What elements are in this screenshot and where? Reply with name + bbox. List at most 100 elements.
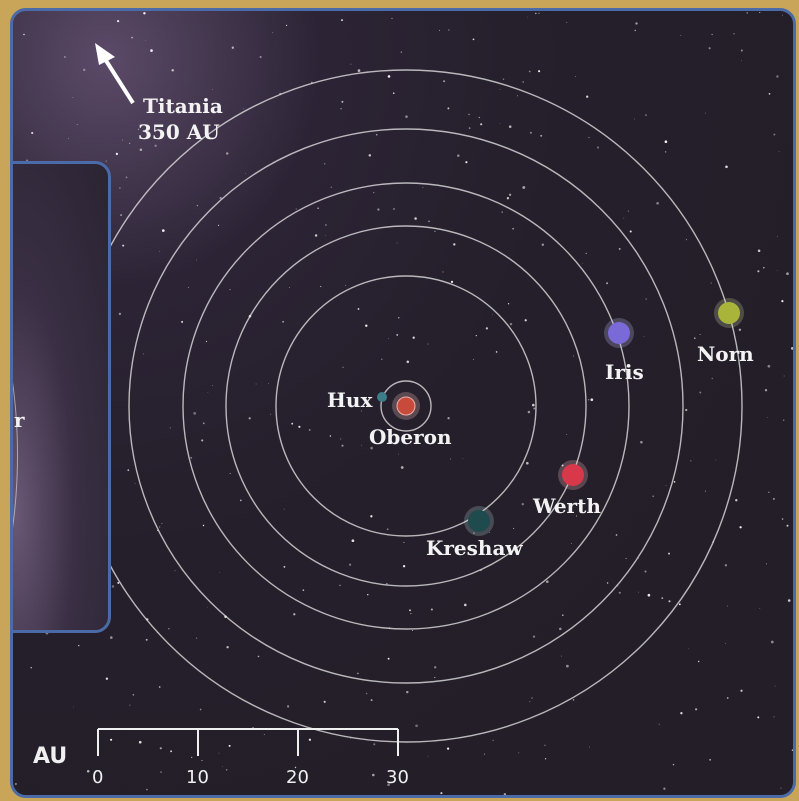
star-dot: [464, 603, 467, 607]
star-dot: [447, 107, 450, 110]
star-dot: [293, 613, 296, 616]
star-dot: [145, 638, 148, 641]
star-dot: [323, 162, 326, 165]
inset-panel: r: [13, 161, 111, 633]
star-dot: [365, 324, 368, 327]
star-dot: [499, 123, 501, 124]
star-dot: [272, 32, 274, 34]
star-dot: [23, 33, 25, 36]
star-dot: [422, 187, 424, 189]
star-dot: [571, 543, 572, 544]
star-dot: [478, 116, 480, 119]
star-dot: [211, 385, 213, 386]
star-dot: [160, 771, 162, 773]
star-dot: [561, 614, 564, 617]
star-dot: [664, 151, 667, 153]
star-dot: [483, 753, 485, 755]
star-dot: [86, 769, 90, 773]
star-dot: [400, 51, 402, 53]
star-dot: [726, 697, 729, 699]
star-dot: [14, 783, 17, 785]
star-dot: [709, 759, 711, 761]
star-dot: [406, 360, 410, 364]
star-dot: [345, 285, 347, 287]
star-dot: [465, 161, 468, 164]
star-dot: [398, 317, 400, 319]
star-dot: [168, 628, 170, 630]
star-dot: [190, 456, 193, 459]
star-dot: [786, 272, 789, 276]
star-dot: [513, 527, 515, 529]
star-dot: [586, 95, 589, 98]
star-dot: [308, 738, 312, 741]
oberon-label: Oberon: [369, 425, 452, 449]
star-dot: [111, 585, 115, 588]
star-dot: [68, 138, 69, 139]
star-dot: [143, 12, 146, 15]
star-dot: [105, 160, 107, 162]
star-dot: [501, 211, 503, 213]
norn-label: Norn: [697, 342, 754, 366]
star-dot: [524, 319, 527, 322]
star-dot: [207, 392, 209, 393]
orbit-norn: [128, 128, 684, 684]
star-dot: [656, 201, 659, 205]
star-dot: [386, 528, 389, 531]
star-dot: [664, 140, 668, 144]
orbit-kreshaw: [275, 275, 537, 537]
star-dot: [410, 612, 412, 615]
star-dot: [739, 526, 742, 529]
star-dot: [773, 498, 775, 500]
star-dot: [492, 314, 493, 315]
scale-tick-0: 0: [92, 767, 103, 788]
star-dot: [502, 78, 505, 80]
star-dot: [412, 336, 415, 339]
star-dot: [129, 142, 131, 144]
star-dot: [489, 532, 491, 534]
star-dot: [735, 499, 738, 502]
star-dot: [205, 340, 208, 343]
star-dot: [572, 699, 575, 701]
star-dot: [746, 12, 748, 14]
star-dot: [225, 152, 229, 155]
star-dot: [219, 196, 222, 200]
star-dot: [668, 600, 671, 603]
star-dot: [396, 242, 398, 244]
star-dot: [699, 334, 701, 336]
star-dot: [350, 63, 352, 65]
star-dot: [544, 744, 546, 746]
star-dot: [627, 210, 629, 212]
scale-tick-30: 30: [386, 767, 409, 788]
star-dot: [439, 29, 440, 31]
star-dot: [427, 755, 429, 757]
star-dot: [122, 244, 125, 247]
star-dot: [629, 230, 632, 233]
star-dot: [191, 756, 193, 759]
star-dot: [402, 565, 406, 568]
star-dot: [589, 746, 591, 748]
star-dot: [778, 150, 780, 152]
star-dot: [405, 115, 408, 118]
star-dot: [317, 207, 319, 209]
star-dot: [588, 137, 590, 138]
star-dot: [508, 125, 512, 128]
star-dot: [531, 697, 533, 699]
star-dot: [538, 70, 541, 73]
kreshaw-label: Kreshaw: [426, 536, 523, 560]
star-dot: [503, 793, 507, 795]
star-dot: [615, 534, 618, 536]
star-dot: [82, 68, 86, 72]
star-dot: [357, 672, 359, 675]
star-dot: [308, 428, 311, 431]
star-dot: [759, 11, 761, 14]
star-dot: [507, 303, 510, 305]
star-dot: [283, 508, 285, 510]
star-dot: [170, 750, 173, 753]
star-dot: [757, 249, 761, 253]
star-dot: [219, 572, 221, 573]
star-dot: [468, 127, 471, 129]
star-dot: [341, 100, 344, 103]
titania-arrow: [95, 43, 135, 105]
star-dot: [202, 422, 205, 425]
star-dot: [201, 759, 203, 762]
